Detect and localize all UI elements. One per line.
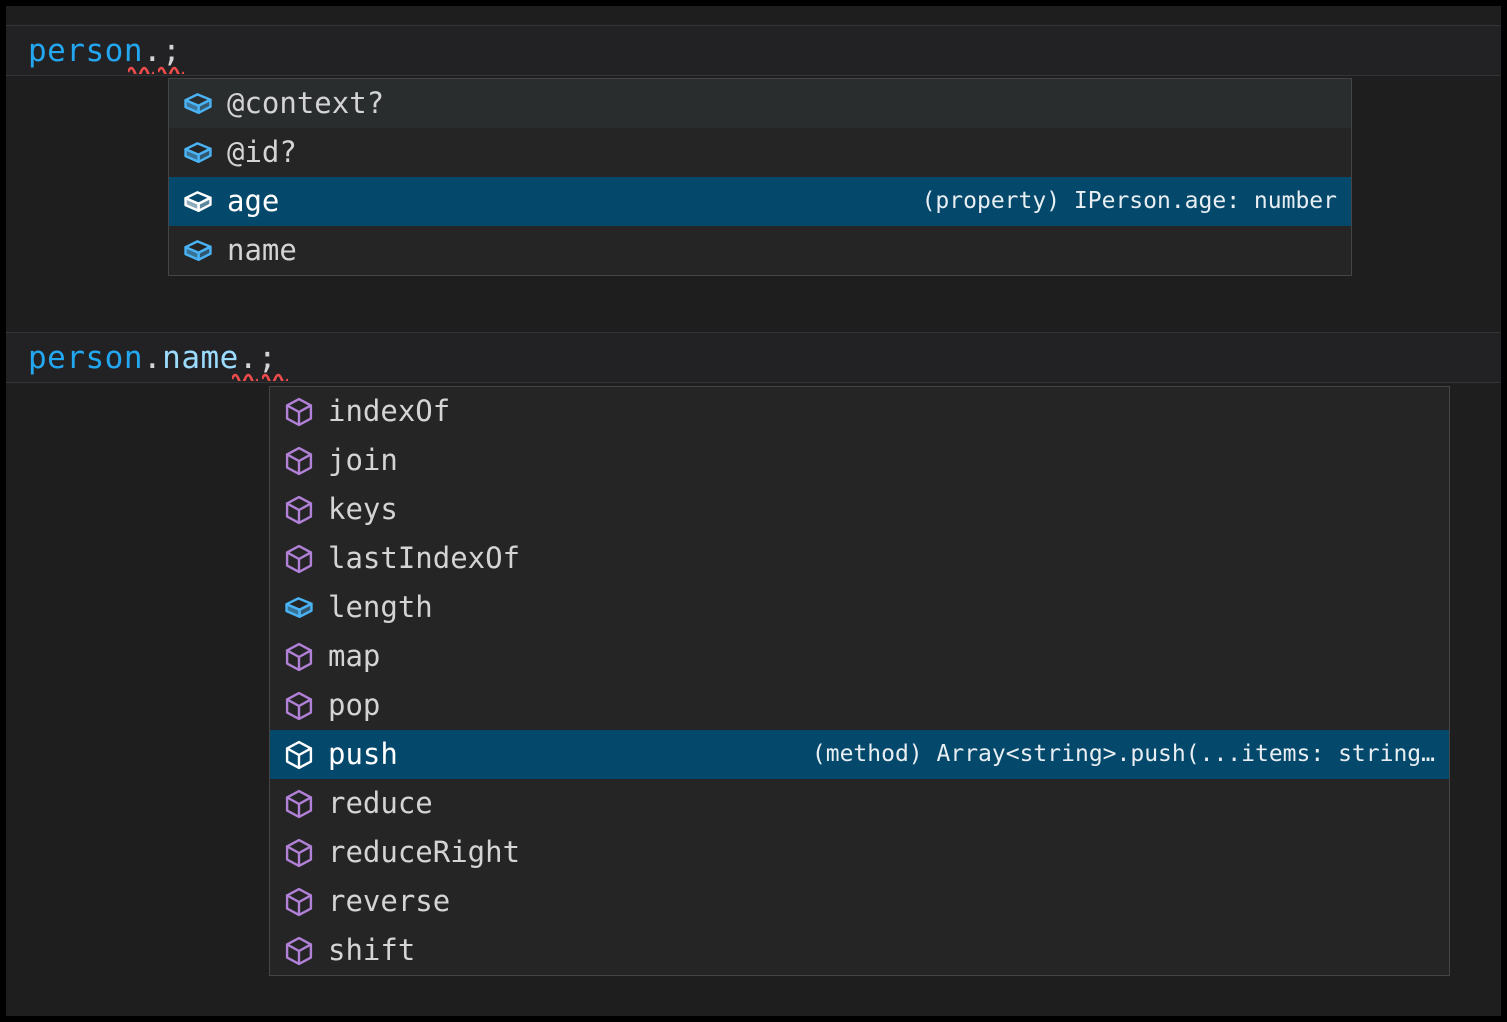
method-cube-icon (282, 493, 316, 527)
suggest-item-detail: (method) Array<string>.push(...items: st… (812, 743, 1449, 766)
error-squiggle-1a (128, 64, 154, 74)
code-identifier-person-2: person (28, 340, 143, 376)
suggest-item-label: indexOf (328, 397, 450, 426)
suggest-item-reduceright[interactable]: reduceRight (270, 828, 1449, 877)
error-squiggle-1b (158, 64, 184, 74)
suggest-item-id[interactable]: @id? (169, 128, 1351, 177)
property-cube-icon (181, 136, 215, 170)
code-property-name: name (162, 340, 239, 376)
suggest-item-label: name (227, 236, 297, 265)
error-squiggle-2a (232, 371, 258, 381)
method-cube-icon (282, 395, 316, 429)
property-cube-icon (181, 234, 215, 268)
method-cube-icon (282, 640, 316, 674)
suggest-item-label: length (328, 593, 433, 622)
property-cube-icon (181, 87, 215, 121)
suggest-item-length[interactable]: length (270, 583, 1449, 632)
suggest-item-label: join (328, 446, 398, 475)
editor-divider-2-bottom (6, 382, 1501, 383)
suggest-item-indexof[interactable]: indexOf (270, 387, 1449, 436)
suggest-item-pop[interactable]: pop (270, 681, 1449, 730)
suggest-item-label: keys (328, 495, 398, 524)
suggest-item-label: shift (328, 936, 415, 965)
suggest-item-label: push (328, 740, 398, 769)
code-identifier-person: person (28, 33, 143, 69)
method-cube-icon (282, 738, 316, 772)
code-line-1[interactable]: person.; (28, 36, 181, 67)
code-line-2[interactable]: person.name.; (28, 343, 277, 374)
suggest-item-shift[interactable]: shift (270, 926, 1449, 975)
error-squiggle-2b (262, 371, 288, 381)
suggest-item-label: reduceRight (328, 838, 520, 867)
suggest-item-context[interactable]: @context? (169, 79, 1351, 128)
suggest-widget-person-name[interactable]: indexOf join keys lastIndexOf length map pop pu… (269, 386, 1450, 976)
method-cube-icon (282, 689, 316, 723)
suggest-item-label: reduce (328, 789, 433, 818)
suggest-item-label: map (328, 642, 380, 671)
suggest-item-reduce[interactable]: reduce (270, 779, 1449, 828)
suggest-item-age[interactable]: age (property) IPerson.age: number (169, 177, 1351, 226)
method-cube-icon (282, 885, 316, 919)
suggest-item-name[interactable]: name (169, 226, 1351, 275)
method-cube-icon (282, 934, 316, 968)
suggest-item-detail: (property) IPerson.age: number (922, 190, 1351, 213)
method-cube-icon (282, 787, 316, 821)
suggest-item-lastindexof[interactable]: lastIndexOf (270, 534, 1449, 583)
suggest-item-push[interactable]: push (method) Array<string>.push(...items… (270, 730, 1449, 779)
code-dot-2a: . (143, 340, 162, 376)
suggest-item-label: reverse (328, 887, 450, 916)
code-line-band-1 (6, 26, 1501, 75)
suggest-item-label: age (227, 187, 279, 216)
suggest-item-map[interactable]: map (270, 632, 1449, 681)
suggest-widget-person[interactable]: @context? @id? age (property) IPerson.age: … (168, 78, 1352, 276)
suggest-item-label: @id? (227, 138, 297, 167)
property-cube-icon (181, 185, 215, 219)
editor-divider-mid (6, 75, 1501, 76)
suggest-item-label: pop (328, 691, 380, 720)
method-cube-icon (282, 836, 316, 870)
suggest-item-join[interactable]: join (270, 436, 1449, 485)
method-cube-icon (282, 444, 316, 478)
method-cube-icon (282, 542, 316, 576)
suggest-item-label: @context? (227, 89, 384, 118)
property-cube-icon (282, 591, 316, 625)
suggest-item-keys[interactable]: keys (270, 485, 1449, 534)
suggest-item-label: lastIndexOf (328, 544, 520, 573)
suggest-item-reverse[interactable]: reverse (270, 877, 1449, 926)
